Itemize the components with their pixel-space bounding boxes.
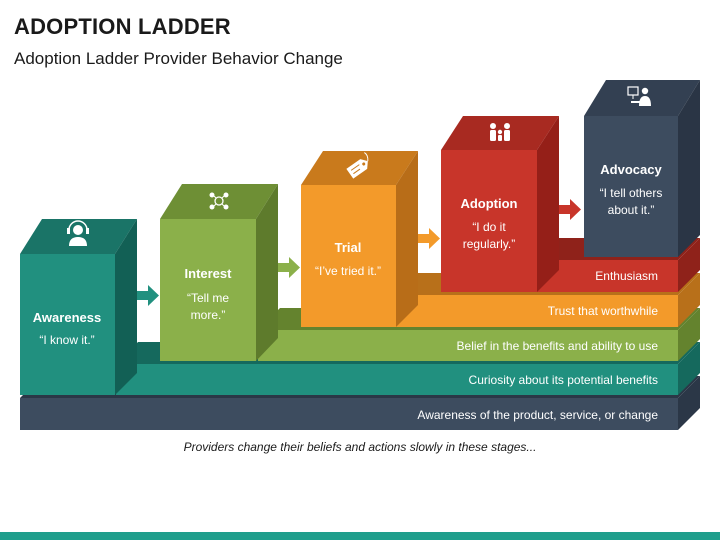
stage-advocacy: Advocacy “I tell others about it.” [584,80,700,257]
stage-quote: “I know it.” [39,333,94,347]
stage-name: Advocacy [600,162,662,177]
stage-quote-line: about it.” [608,203,655,217]
stage-quote-line: more.” [191,308,226,322]
stage-trial: Trial “I’ve tried it.” [301,151,418,327]
arrow-icon [278,257,300,278]
presenter-icon [627,86,651,106]
stage-quote-line: “Tell me [187,291,229,305]
stage-name: Adoption [460,196,517,211]
network-people-icon [209,192,229,210]
arrow-icon [559,199,581,220]
stage-interest: Interest “Tell me more.” [160,184,278,361]
page-subtitle: Adoption Ladder Provider Behavior Change [14,49,343,68]
family-icon [490,123,510,141]
arrow-icon [418,228,440,249]
stage-quote: “I’ve tried it.” [315,264,381,278]
person-headset-icon [67,220,89,246]
stage-name: Awareness [33,310,101,325]
stage-adoption: Adoption “I do it regularly.” [441,116,559,292]
stage-quote-line: “I tell others [600,186,663,200]
footnote: Providers change their beliefs and actio… [183,440,537,454]
stage-quote-line: “I do it [472,220,506,234]
step-label: Trust that worthwhile [548,304,659,318]
step-label: Belief in the benefits and ability to us… [457,339,659,353]
stage-quote-line: regularly.” [463,237,515,251]
step-label: Curiosity about its potential benefits [469,373,658,387]
stage-awareness: Awareness “I know it.” [20,219,137,395]
page-title: ADOPTION LADDER [14,14,231,39]
price-tag-icon [346,152,369,179]
step-label: Awareness of the product, service, or ch… [417,408,658,422]
step-label: Enthusiasm [595,269,658,283]
arrow-icon [137,285,159,306]
bottom-accent-bar [0,532,720,540]
stage-name: Trial [335,240,362,255]
stage-name: Interest [185,266,233,281]
